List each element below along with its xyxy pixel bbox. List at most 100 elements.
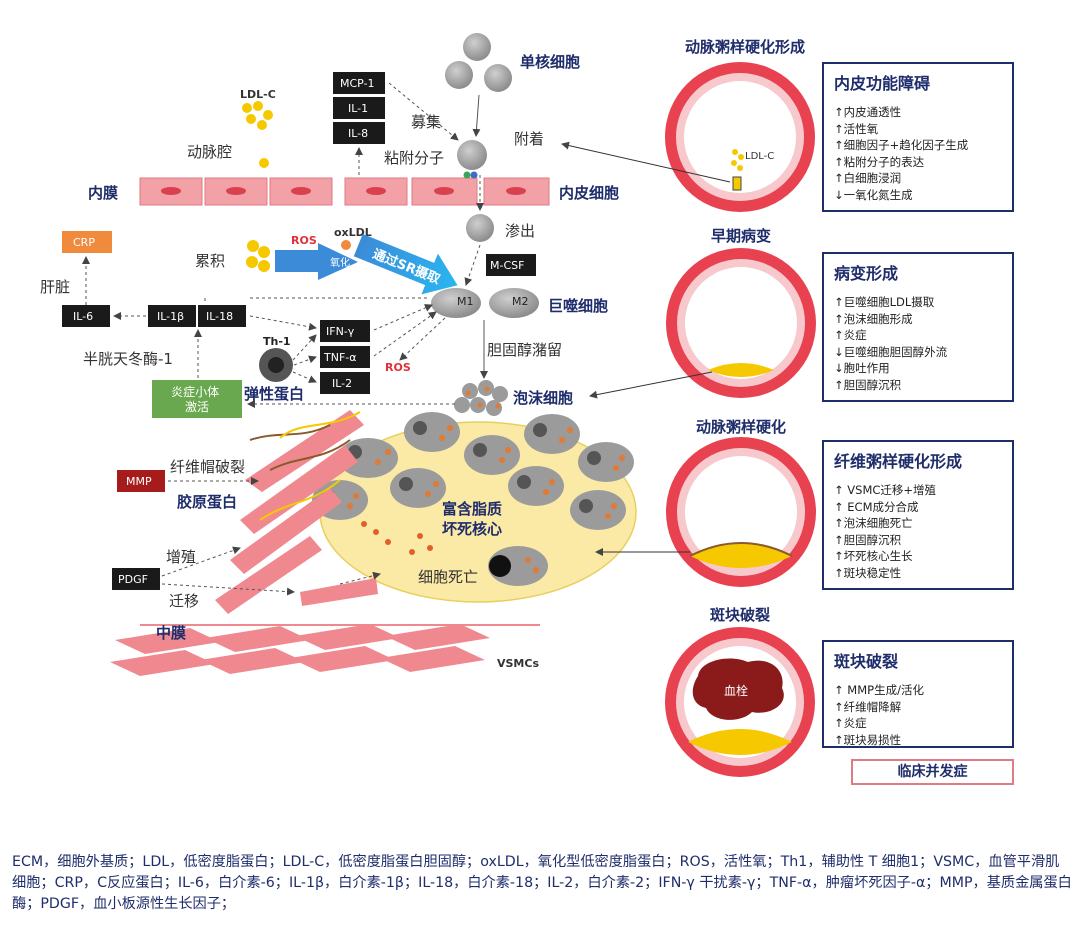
stage3-plaque — [690, 543, 792, 568]
panel-item: ↑胆固醇沉积 — [834, 532, 902, 547]
cap-rupture-label: 纤维帽破裂 — [170, 458, 245, 476]
panel-item: ↑胆固醇沉积 — [834, 377, 902, 392]
panel-title: 斑块破裂 — [834, 652, 899, 671]
panel-item: ↑ VSMC迁移+增殖 — [834, 483, 937, 497]
inflammasome-box — [152, 380, 242, 418]
clinical-complications-box: 临床并发症 — [851, 759, 1014, 785]
tnfa-label: TNF-α — [323, 351, 357, 364]
panel-item: ↑炎症 — [834, 328, 867, 342]
pdgf-label: PDGF — [118, 573, 148, 586]
panel-item: ↑坏死核心生长 — [834, 549, 913, 563]
dead-cell — [488, 546, 548, 586]
inflammasome-line-1: 炎症小体 — [171, 384, 219, 399]
cholesterol-retention-label: 胆固醇潴留 — [487, 341, 562, 359]
extravasation-label: 渗出 — [505, 222, 535, 240]
ifng-label: IFN-γ — [326, 325, 355, 338]
stage1-ldl-deposit — [732, 176, 742, 191]
ros-label: ROS — [291, 234, 317, 247]
panel-endothelial-dysfunction: 内皮功能障碍 ↑内皮通透性 ↑活性氧 ↑细胞因子+趋化因子生成 ↑粘附分子的表达… — [822, 62, 1014, 212]
il6-label: IL-6 — [73, 310, 93, 323]
panel-list: ↑ MMP生成/活化 ↑纤维帽降解 ↑炎症 ↑斑块易损性 — [834, 682, 1002, 748]
vsmcs-label: VSMCs — [497, 657, 539, 670]
collagen-label: 胶原蛋白 — [177, 493, 237, 511]
stage4-title: 斑块破裂 — [710, 606, 770, 624]
proliferate-label: 增殖 — [166, 548, 196, 566]
necrotic-core-line-2: 坏死核心 — [442, 520, 502, 538]
panel-lesion-formation: 病变形成 ↑巨噬细胞LDL摄取 ↑泡沫细胞形成 ↑炎症 ↓巨噬细胞胆固醇外流 ↓… — [822, 252, 1014, 402]
panel-item: ↑细胞因子+趋化因子生成 — [834, 138, 969, 152]
stage1-ldl-label: LDL-C — [745, 151, 774, 162]
vsmc-strand — [215, 410, 378, 614]
media-vsmcs — [110, 624, 490, 676]
migrate-label: 迁移 — [169, 592, 199, 610]
th1-label: Th-1 — [263, 335, 291, 348]
m2-label: M2 — [512, 295, 529, 308]
panel-item: ↑活性氧 — [834, 121, 879, 136]
elastin-label: 弹性蛋白 — [244, 385, 304, 403]
panel-plaque-rupture: 斑块破裂 ↑ MMP生成/活化 ↑纤维帽降解 ↑炎症 ↑斑块易损性 — [822, 640, 1014, 748]
stage4-plaque — [688, 729, 792, 755]
panel-item: ↑ MMP生成/活化 — [834, 683, 924, 697]
panel-fibroatheroma: 纤维粥样硬化形成 ↑ VSMC迁移+增殖 ↑ ECM成分合成 ↑泡沫细胞死亡 ↑… — [822, 440, 1014, 590]
oxidation-arrow — [275, 243, 358, 280]
panel-title: 内皮功能障碍 — [834, 74, 931, 93]
foam-cell-label: 泡沫细胞 — [513, 389, 573, 407]
adhesion-molecule-label: 粘附分子 — [384, 149, 444, 167]
stage4-thrombus — [692, 658, 784, 720]
monocyte-label: 单核细胞 — [520, 53, 580, 71]
panel-item: ↑巨噬细胞LDL摄取 — [834, 295, 935, 309]
macrophage-cells — [431, 288, 539, 318]
mcsf-box — [486, 254, 536, 276]
abbreviation-footnote: ECM，细胞外基质；LDL，低密度脂蛋白；LDL-C，低密度脂蛋白胆固醇；oxL… — [12, 854, 1072, 912]
panel-list: ↑巨噬细胞LDL摄取 ↑泡沫细胞形成 ↑炎症 ↓巨噬细胞胆固醇外流 ↓胞吐作用 … — [834, 294, 1002, 393]
oxidize-label: 氧化 — [330, 256, 350, 269]
caspase1-label: 半胱天冬酶-1 — [83, 350, 173, 368]
panel-item: ↑斑块稳定性 — [834, 565, 902, 580]
panel-item: ↑炎症 — [834, 716, 867, 730]
panel-item: ↑斑块易损性 — [834, 732, 902, 747]
cytokine-boxes: IL-6 IL-1β IL-18 — [62, 305, 246, 327]
th1-nucleus — [268, 357, 284, 373]
mmp-box — [117, 470, 165, 492]
ros-label-2: ROS — [385, 361, 411, 374]
il1-label: IL-1 — [348, 102, 368, 115]
ldl-particles — [242, 101, 351, 272]
il18-label: IL-18 — [206, 310, 233, 323]
panel-item: ↓一氧化氮生成 — [834, 187, 913, 202]
panel-item: ↑粘附分子的表达 — [834, 154, 925, 169]
m1-label: M1 — [457, 295, 474, 308]
th1-cytokine-boxes: IFN-γ TNF-α IL-2 — [320, 320, 370, 394]
media-label: 中膜 — [156, 624, 186, 642]
necrotic-core-label: 富含脂质 坏死核心 — [442, 500, 507, 538]
panel-item: ↑ ECM成分合成 — [834, 499, 919, 514]
lumen-label: 动脉腔 — [187, 143, 232, 161]
panel-item: ↑内皮通透性 — [834, 105, 902, 119]
thrombus-label: 血栓 — [724, 683, 748, 698]
panel-list: ↑ VSMC迁移+增殖 ↑ ECM成分合成 ↑泡沫细胞死亡 ↑胆固醇沉积 ↑坏死… — [834, 482, 1002, 581]
mcp1-label: MCP-1 — [340, 77, 375, 90]
il2-label: IL-2 — [332, 377, 352, 390]
mcsf-label: M-CSF — [490, 259, 524, 272]
stage1-title: 动脉粥样硬化形成 — [685, 38, 805, 56]
crp-label: CRP — [73, 236, 95, 249]
panel-item: ↑泡沫细胞形成 — [834, 311, 913, 326]
accumulate-label: 累积 — [195, 252, 225, 270]
attach-label: 附着 — [514, 130, 544, 148]
panel-title: 病变形成 — [834, 264, 899, 283]
liver-label: 肝脏 — [40, 278, 70, 296]
panel-item: ↓胞吐作用 — [834, 361, 890, 375]
panel-list: ↑内皮通透性 ↑活性氧 ↑细胞因子+趋化因子生成 ↑粘附分子的表达 ↑白细胞浸润… — [834, 104, 1002, 203]
endothelial-layer — [139, 177, 550, 206]
foam-cell-cluster — [312, 412, 634, 530]
inflammasome-line-2: 激活 — [185, 400, 209, 414]
panel-item: ↑纤维帽降解 — [834, 699, 902, 714]
ldl-c-label: LDL-C — [240, 88, 276, 101]
panel-title: 纤维粥样硬化形成 — [834, 452, 963, 471]
stage3-title: 动脉粥样硬化 — [696, 418, 786, 436]
endothelial-cell-label: 内皮细胞 — [559, 184, 619, 202]
cell-death-label: 细胞死亡 — [418, 568, 478, 586]
il8-label: IL-8 — [348, 127, 368, 140]
recruit-label: 募集 — [411, 113, 441, 131]
pdgf-box — [112, 568, 160, 590]
mmp-label: MMP — [126, 475, 152, 488]
